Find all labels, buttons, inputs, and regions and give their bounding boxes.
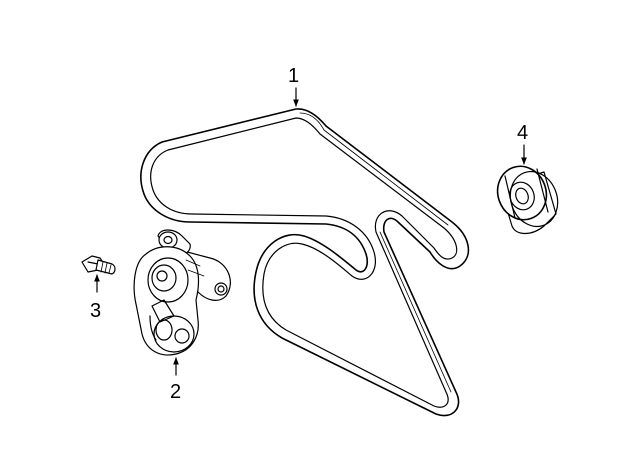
belt-tensioner [133,229,231,356]
serpentine-belt [140,108,470,417]
callout-4: 4 [517,122,528,144]
callout-leaders [94,87,527,376]
callout-1: 1 [288,65,299,87]
callout-2: 2 [170,381,181,403]
bolt [81,255,116,275]
idler-pulley [496,165,559,235]
callout-3: 3 [90,300,101,322]
